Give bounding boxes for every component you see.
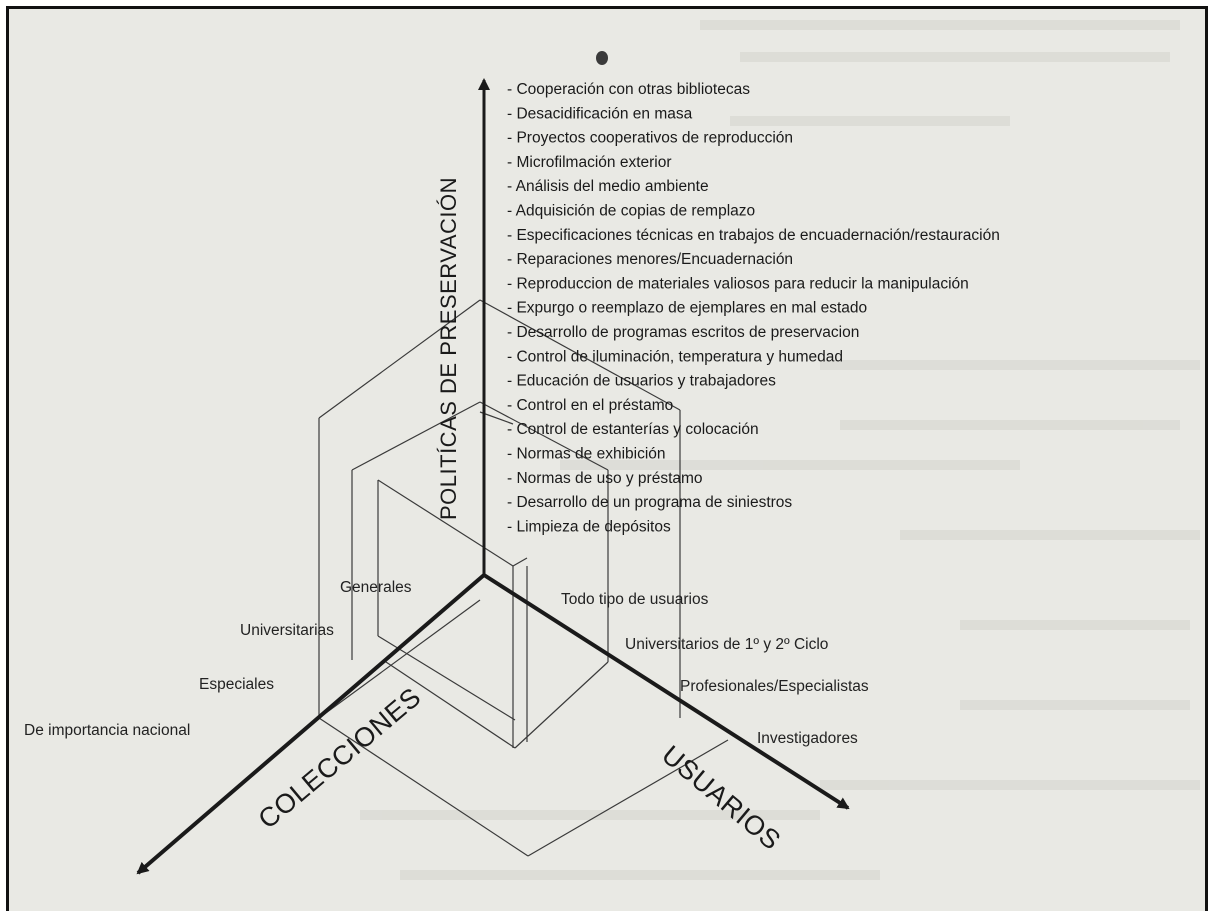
collections-axis-arrow	[136, 573, 486, 875]
policy-item: - Proyectos cooperativos de reproducción	[507, 130, 793, 147]
users-axis-arrow	[482, 573, 850, 810]
policy-item: - Control de iluminación, temperatura y …	[507, 348, 843, 365]
policy-item: - Expurgo o reemplazo de ejemplares en m…	[507, 300, 867, 317]
bleed-through-text	[360, 20, 1200, 880]
policy-item: - Desarrollo de un programa de siniestro…	[507, 494, 792, 511]
collection-label: Generales	[340, 579, 412, 596]
user-label: Todo tipo de usuarios	[561, 591, 709, 608]
policy-item: - Reparaciones menores/Encuadernación	[507, 251, 793, 268]
user-label: Universitarios de 1º y 2º Ciclo	[625, 636, 828, 653]
users-labels: Todo tipo de usuarios Universitarios de …	[561, 591, 869, 747]
collection-label: Universitarias	[240, 622, 334, 639]
policy-item: - Control de estanterías y colocación	[507, 421, 759, 438]
cube-wireframe	[318, 299, 729, 857]
policy-item: - Reproduccion de materiales valiosos pa…	[507, 275, 969, 292]
policy-item: - Educación de usuarios y trabajadores	[507, 373, 776, 390]
collections-labels: Generales Universitarias Especiales De i…	[24, 579, 412, 739]
axis-title-preservation-policies: POLITÍCAS DE PRESERVACIÓN	[436, 177, 461, 520]
axes	[136, 78, 850, 875]
user-label: Profesionales/Especialistas	[680, 678, 869, 695]
policy-item: - Limpieza de depósitos	[507, 518, 671, 535]
collection-label: Especiales	[199, 676, 274, 693]
policy-item: - Análisis del medio ambiente	[507, 178, 709, 195]
paper-background	[6, 6, 1208, 911]
policy-item: - Desarrollo de programas escritos de pr…	[507, 324, 859, 341]
policy-item: - Especificaciones técnicas en trabajos …	[507, 227, 1000, 244]
user-label: Investigadores	[757, 730, 858, 747]
policy-item: - Desacidificación en masa	[507, 105, 693, 122]
policy-item: - Control en el préstamo	[507, 397, 673, 414]
policy-item: - Normas de uso y préstamo	[507, 470, 703, 487]
policy-item: - Cooperación con otras bibliotecas	[507, 81, 750, 98]
policy-item: - Normas de exhibición	[507, 446, 666, 463]
policy-item: - Adquisición de copias de remplazo	[507, 203, 755, 220]
scan-speck	[596, 51, 608, 65]
policy-list: - Cooperación con otras bibliotecas - Des…	[507, 81, 1000, 535]
policy-item: - Microfilmación exterior	[507, 154, 672, 171]
collection-label: De importancia nacional	[24, 722, 190, 739]
